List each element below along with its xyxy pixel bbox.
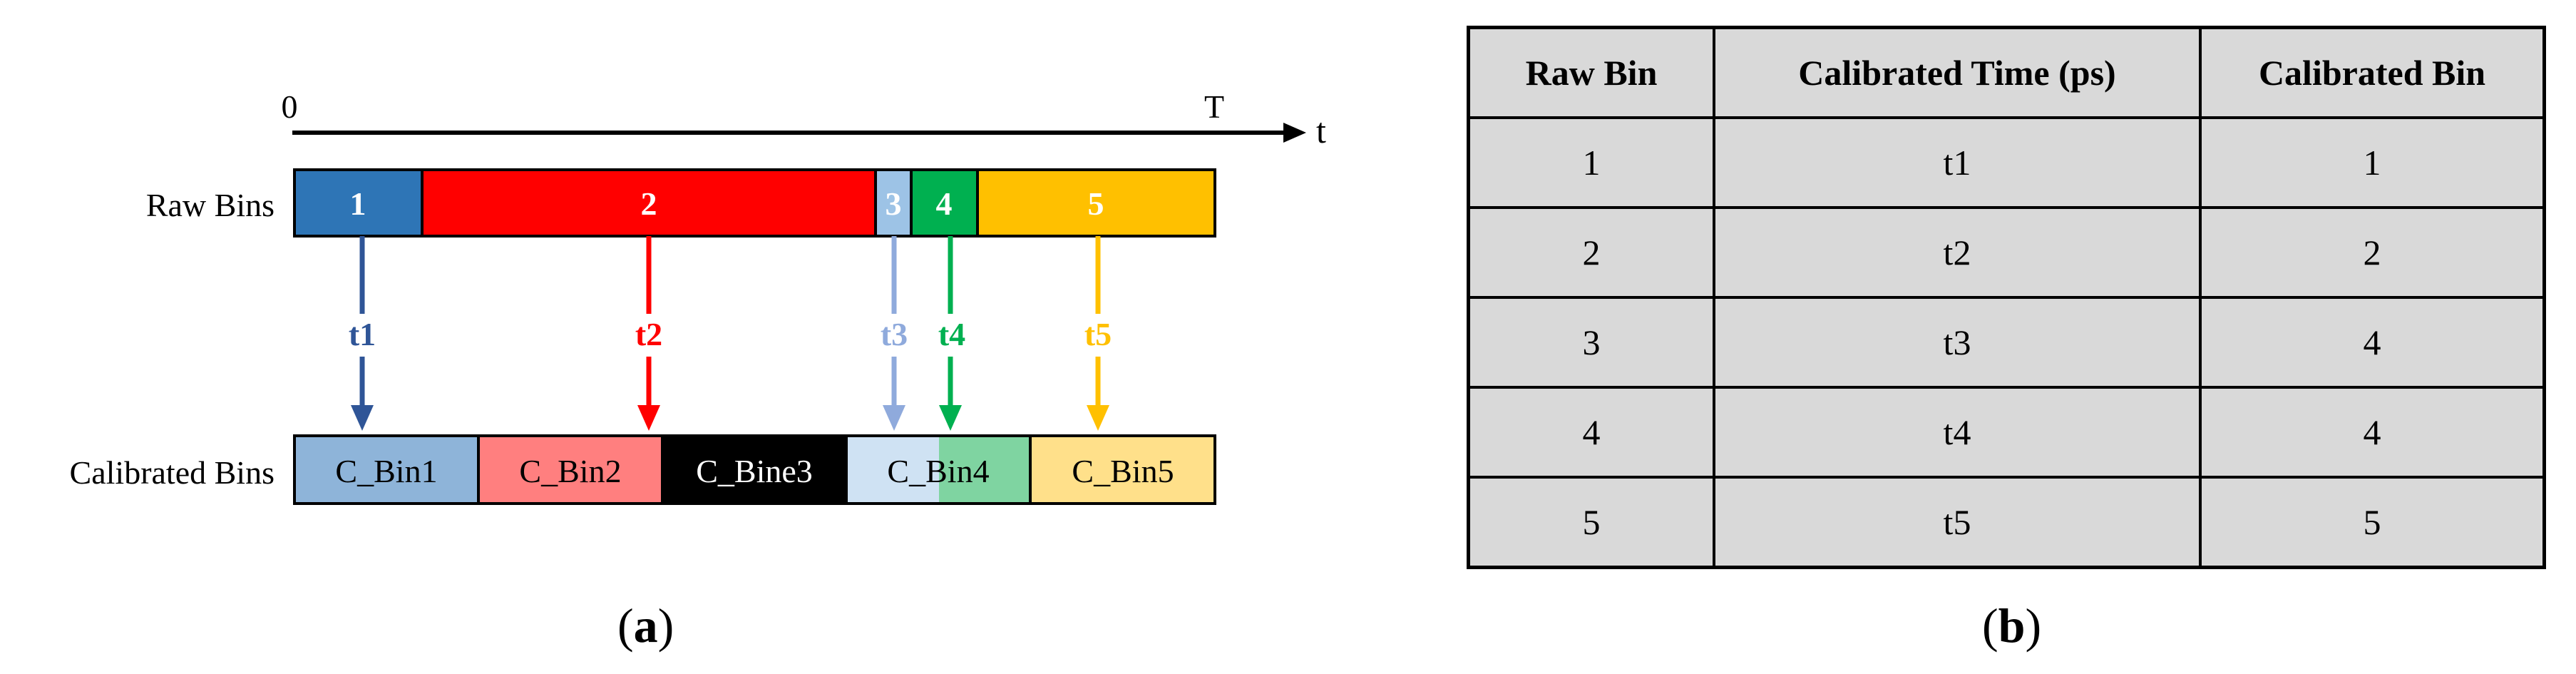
arrow-t3-head [883, 405, 905, 431]
calibrated-bins-row-label: Calibrated Bins [70, 454, 274, 491]
panel-b-label: (b) [1982, 598, 2042, 653]
table-row: 2 t2 2 [1467, 206, 2546, 299]
table-row: 4 t4 4 [1467, 386, 2546, 479]
cell-calibrated-time: t2 [1713, 206, 2202, 299]
table-row: 5 t5 5 [1467, 476, 2546, 569]
calibrated-bin-1 [293, 434, 480, 505]
calibration-diagram: 0 T t Raw Bins Calibrated Bins 1 2 3 4 5… [70, 88, 1326, 505]
raw-bin-1-label: 1 [350, 185, 366, 222]
calibrated-bin-5-label: C_Bin5 [1072, 453, 1174, 489]
cell-calibrated-bin: 5 [2199, 476, 2546, 569]
panel-a-letter: a [633, 598, 658, 653]
calibrated-bins: C_Bin1 C_Bin2 C_Bine3 C_Bin4 C_Bin5 [293, 434, 1216, 505]
cell-raw-bin: 1 [1467, 116, 1715, 209]
time-label-t1: t1 [349, 316, 376, 352]
arrow-t5-head [1087, 405, 1109, 431]
calibration-table-wrapper: Raw Bin Calibrated Time (ps) Calibrated … [1467, 26, 2546, 569]
calibrated-bin-2-label: C_Bin2 [519, 453, 621, 489]
raw-bin-5 [976, 168, 1216, 238]
table-row: 3 t3 4 [1467, 296, 2546, 389]
time-label-t3: t3 [881, 316, 908, 352]
calibrated-bin-2 [477, 434, 664, 505]
cell-calibrated-time: t1 [1713, 116, 2202, 209]
cell-calibrated-bin: 4 [2199, 386, 2546, 479]
cell-calibrated-bin: 1 [2199, 116, 2546, 209]
raw-bin-2-label: 2 [641, 185, 657, 222]
header-calibrated-time: Calibrated Time (ps) [1713, 26, 2202, 119]
panel-b-letter: b [1998, 598, 2026, 653]
raw-bin-3-label: 3 [886, 185, 902, 222]
raw-bin-2 [421, 168, 877, 238]
calibrated-bin-4-left [846, 436, 939, 504]
arrow-t2-head [637, 405, 660, 431]
arrow-t1-head [351, 405, 374, 431]
cell-raw-bin: 5 [1467, 476, 1715, 569]
calibrated-bin-4-label: C_Bin4 [887, 453, 989, 489]
axis-start-label: 0 [282, 88, 298, 125]
time-axis-arrowhead [1283, 123, 1306, 143]
arrow-t4-head [939, 405, 962, 431]
cell-raw-bin: 4 [1467, 386, 1715, 479]
cell-raw-bin: 2 [1467, 206, 1715, 299]
calibrated-bin-3-label: C_Bine3 [696, 453, 813, 489]
cell-calibrated-time: t3 [1713, 296, 2202, 389]
calibrated-bin-5 [1029, 434, 1216, 505]
cell-calibrated-time: t4 [1713, 386, 2202, 479]
raw-bins-row-label: Raw Bins [146, 187, 274, 223]
time-label-t4: t4 [938, 316, 965, 352]
calibrated-bin-4-right [939, 436, 1030, 504]
calibrated-bin-1-label: C_Bin1 [335, 453, 437, 489]
cell-calibrated-time: t5 [1713, 476, 2202, 569]
time-label-t5: t5 [1084, 316, 1112, 352]
cell-raw-bin: 3 [1467, 296, 1715, 389]
table-header-row: Raw Bin Calibrated Time (ps) Calibrated … [1467, 26, 2546, 119]
calibration-table: Raw Bin Calibrated Time (ps) Calibrated … [1467, 26, 2546, 569]
cell-calibrated-bin: 2 [2199, 206, 2546, 299]
raw-bins: 1 2 3 4 5 [293, 168, 1216, 238]
header-calibrated-bin: Calibrated Bin [2199, 26, 2546, 119]
raw-bin-4-label: 4 [936, 185, 953, 222]
table-row: 1 t1 1 [1467, 116, 2546, 209]
axis-variable-label: t [1316, 111, 1326, 150]
mapping-arrows: t1 t2 t3 t4 t5 [349, 236, 1112, 431]
raw-bin-5-label: 5 [1088, 185, 1104, 222]
time-label-t2: t2 [635, 316, 662, 352]
axis-end-label: T [1204, 88, 1224, 125]
header-raw-bin: Raw Bin [1467, 26, 1715, 119]
cell-calibrated-bin: 4 [2199, 296, 2546, 389]
panel-a-label: (a) [617, 598, 674, 653]
